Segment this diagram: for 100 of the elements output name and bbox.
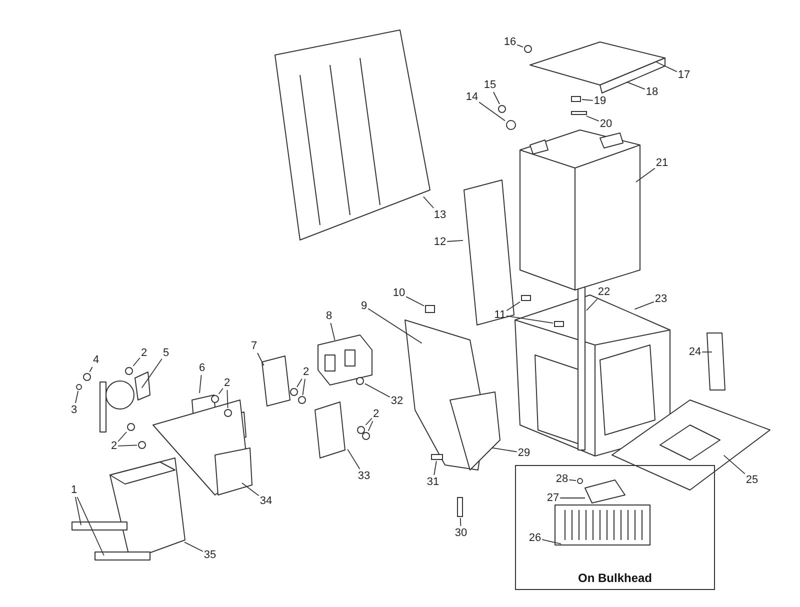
leader-line <box>506 316 554 324</box>
leader-line <box>302 378 306 396</box>
callout-number: 35 <box>204 549 216 561</box>
leader-line <box>364 383 390 398</box>
callout-number: 14 <box>466 91 478 103</box>
nut-drawing <box>138 441 146 449</box>
callout-number: 16 <box>504 36 516 48</box>
leader-line <box>493 92 500 104</box>
callout-number: 4 <box>92 354 100 366</box>
leader-line <box>347 448 360 470</box>
callout-number: 2 <box>110 440 118 452</box>
nut-drawing <box>506 120 516 130</box>
nut-drawing <box>498 105 506 113</box>
leader-line <box>118 444 138 446</box>
leader-line <box>141 358 162 388</box>
leader-line <box>257 352 264 366</box>
bolt-drawing <box>521 295 531 301</box>
nut-drawing <box>357 426 365 434</box>
callout-number: 31 <box>426 476 440 488</box>
nut-drawing <box>76 384 82 390</box>
leader-line <box>478 102 506 122</box>
leader-line <box>422 196 434 208</box>
leader-line <box>406 296 424 306</box>
leader-line <box>586 298 598 311</box>
leader-line <box>296 378 302 388</box>
leader-line <box>368 420 374 432</box>
bolt-drawing <box>431 454 443 460</box>
nut-drawing <box>356 377 364 385</box>
leader-line <box>330 322 336 341</box>
callout-number: 23 <box>654 293 668 305</box>
nut-drawing <box>83 373 91 381</box>
callout-number: 12 <box>434 236 446 248</box>
callout-number: 2 <box>302 366 310 378</box>
leader-line <box>76 496 104 556</box>
leader-line <box>199 374 202 394</box>
callout-number: 6 <box>198 362 206 374</box>
bolt-drawing <box>571 111 587 115</box>
nut-drawing <box>211 395 219 403</box>
callout-number: 9 <box>360 300 368 312</box>
callout-number: 2 <box>140 347 148 359</box>
nut-drawing <box>524 45 532 53</box>
leader-line <box>542 539 562 544</box>
leader-line <box>118 432 127 442</box>
callout-number: 15 <box>484 79 496 91</box>
callout-number: 22 <box>598 286 610 298</box>
leader-line <box>656 62 678 72</box>
callout-number: 2 <box>224 377 230 389</box>
leader-line <box>491 447 518 452</box>
callout-number: 5 <box>162 347 170 359</box>
callout-number: 10 <box>392 287 406 299</box>
leader-line <box>242 482 260 496</box>
callout-number: 24 <box>688 346 702 358</box>
bolt-drawing <box>457 497 463 517</box>
nut-drawing <box>577 478 583 484</box>
callout-number: 25 <box>746 474 758 486</box>
callout-number: 33 <box>358 470 370 482</box>
callout-number: 1 <box>70 484 78 496</box>
callout-number: 8 <box>326 310 332 322</box>
callout-number: 2 <box>372 408 380 420</box>
leader-line <box>184 542 204 552</box>
leader-line <box>74 496 82 526</box>
callout-number: 34 <box>260 495 272 507</box>
nut-drawing <box>125 367 133 375</box>
callout-number: 3 <box>70 404 78 416</box>
leader-line <box>586 116 600 122</box>
leader-line <box>723 454 746 474</box>
leader-line <box>446 240 464 242</box>
callout-number: 19 <box>594 95 606 107</box>
leader-line <box>634 301 654 310</box>
bolt-drawing <box>554 321 564 327</box>
callout-number: 18 <box>646 86 658 98</box>
nut-drawing <box>224 409 232 417</box>
leader-line <box>89 366 93 372</box>
leader-line <box>568 479 576 482</box>
leader-line <box>365 418 372 426</box>
callout-number: 17 <box>678 69 690 81</box>
leader-line <box>368 308 422 344</box>
leader-line <box>636 168 656 182</box>
callout-number: 29 <box>518 447 530 459</box>
inset-panel <box>515 465 715 590</box>
callout-number: 11 <box>494 309 506 321</box>
callout-number: 30 <box>454 527 468 539</box>
leader-line <box>506 301 520 312</box>
nut-drawing <box>298 396 306 404</box>
leader-line <box>434 460 437 476</box>
leader-line <box>516 44 524 48</box>
callout-number: 26 <box>528 532 542 544</box>
bolt-drawing <box>425 305 435 313</box>
leader-line <box>132 357 140 366</box>
callout-number: 28 <box>556 473 568 485</box>
inset-title: On Bulkhead <box>576 571 653 585</box>
callout-number: 7 <box>250 340 258 352</box>
leader-line <box>460 518 462 526</box>
bolt-drawing <box>571 96 581 102</box>
leader-line <box>218 388 224 394</box>
callout-number: 21 <box>656 157 668 169</box>
callout-number: 32 <box>390 395 404 407</box>
callout-number: 20 <box>600 118 612 130</box>
leader-line <box>226 390 228 408</box>
nut-drawing <box>127 423 135 431</box>
